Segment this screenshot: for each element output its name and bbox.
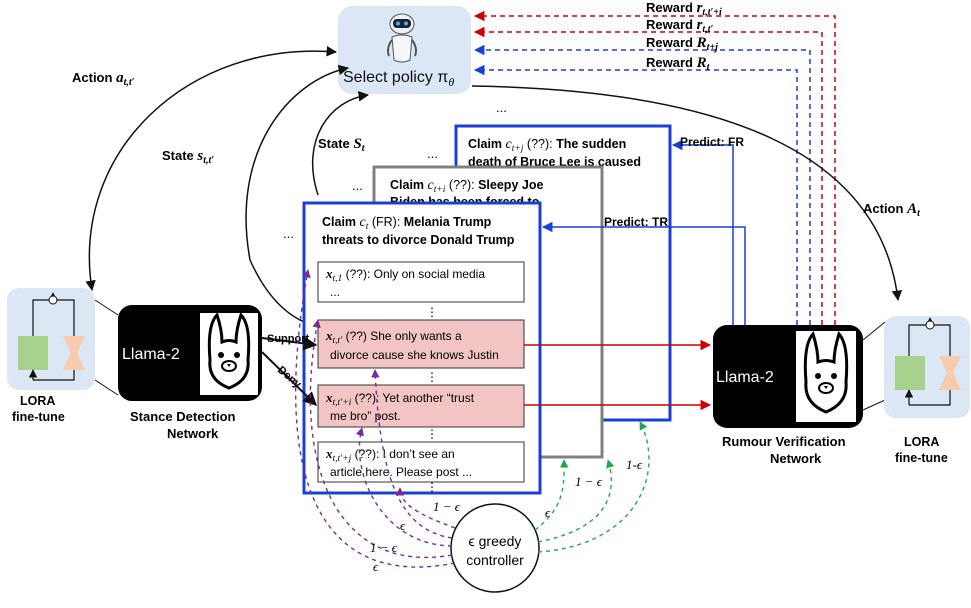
eps-label-5: 1 − ϵ [575, 474, 603, 489]
rumour-network: Llama-2 [713, 325, 863, 428]
svg-text:xt,t′ (??) She only wants a: xt,t′ (??) She only wants a [325, 328, 462, 346]
eps-label-4: ϵ [373, 559, 379, 574]
greedy-controller: ϵ greedy controller [450, 503, 540, 593]
stance-llama-label: Llama-2 [122, 346, 180, 363]
post-4: xt,t′+j (??): I don’t see an article her… [317, 441, 525, 483]
llama-icon [796, 331, 856, 422]
lora-right [884, 316, 970, 418]
policy-node: Select policy πθ [338, 6, 471, 94]
reward-label-1: Reward rt,t′+i [646, 0, 722, 18]
svg-text:xt,1 (??): Only on social medi: xt,1 (??): Only on social media [325, 266, 485, 284]
predict-back-label: Predict: FR [680, 135, 744, 149]
reward-label-3: Reward Rt+j [646, 35, 718, 53]
controller-line2: controller [466, 552, 524, 568]
vdots-3: ⋮ [426, 427, 438, 441]
ellipsis-1: ... [427, 146, 438, 161]
eps-label-2: ϵ [400, 518, 406, 533]
post-1: xt,1 (??): Only on social media ... [317, 261, 525, 303]
lora-left-line2: fine-tune [12, 410, 65, 424]
action-left-label: Action at,t′ [72, 70, 135, 88]
policy-label: Select policy πθ [343, 69, 454, 89]
stance-network-line2: Network [167, 426, 219, 441]
stance-network: Llama-2 [118, 305, 262, 401]
svg-text:divorce cause she knows Justin: divorce cause she knows Justin [330, 348, 499, 362]
vdots-2: ⋮ [426, 370, 438, 384]
vdots-4: ⋮ [426, 480, 438, 494]
purple-dashed-arrows [294, 269, 456, 568]
ellipsis-2: ... [352, 178, 363, 193]
rumour-network-line2: Network [770, 451, 822, 466]
svg-text:...: ... [330, 285, 340, 299]
rumour-llama-label: Llama-2 [716, 369, 774, 386]
robot-icon [387, 13, 417, 63]
svg-text:me bro” post.: me bro” post. [330, 409, 401, 423]
lora-right-line1: LORA [904, 435, 939, 449]
eps-label-1: 1 − ϵ [433, 499, 461, 514]
action-right-label: Action At [863, 201, 921, 219]
eps-label-3: 1 − ϵ [370, 540, 398, 555]
ellipsis-3: ... [283, 226, 294, 241]
claim-back-title: Claim ct+j (??): The sudden [468, 137, 626, 154]
lora-right-line2: fine-tune [895, 451, 948, 465]
predict-middle-label: Predict: TR [604, 215, 668, 229]
reward-label-2: Reward rt,t′ [646, 17, 713, 35]
claim-middle-title: Claim ct+i (??): Sleepy Joe [390, 178, 543, 195]
post-2: xt,t′ (??) She only wants a divorce caus… [317, 319, 525, 369]
controller-line1: ϵ greedy [469, 533, 522, 549]
support-label: Support [267, 333, 309, 345]
svg-text:article here. Please post ...: article here. Please post ... [330, 465, 472, 479]
lora-left [7, 288, 95, 390]
state-big-label: State St [318, 136, 366, 154]
eps-label-7: 1-ϵ [626, 457, 643, 472]
post-3: xt,t′+i (??): Yet another “trust me bro”… [317, 384, 525, 428]
svg-text:xt,t′+i (??): Yet another “tru: xt,t′+i (??): Yet another “trust [325, 390, 475, 408]
claim-card-front: Claim ct (FR): Melania Trump threats to … [302, 201, 542, 495]
rumour-network-line1: Rumour Verification [722, 434, 846, 449]
eps-label-6: ϵ [545, 505, 551, 520]
ellipsis-top: ... [496, 100, 507, 115]
reward-label-4: Reward Rt [646, 55, 711, 73]
lora-left-line1: LORA [20, 394, 55, 408]
claim-front-title: Claim ct (FR): Melania Trump [322, 215, 492, 232]
action-state-arcs [85, 46, 903, 326]
vdots-1: ⋮ [426, 305, 438, 319]
reward-labels: Reward rt,t′+i Reward rt,t′ Reward Rt+j … [646, 0, 722, 73]
green-dashed-arrows [534, 421, 650, 553]
claim-front-line2: threats to divorce Donald Trump [322, 233, 515, 247]
reward-arrows [473, 10, 836, 325]
llama-icon [200, 312, 258, 395]
state-small-label: State st,t′ [162, 148, 214, 166]
deny-label: Deny [275, 364, 304, 391]
stance-network-line1: Stance Detection [130, 409, 236, 424]
